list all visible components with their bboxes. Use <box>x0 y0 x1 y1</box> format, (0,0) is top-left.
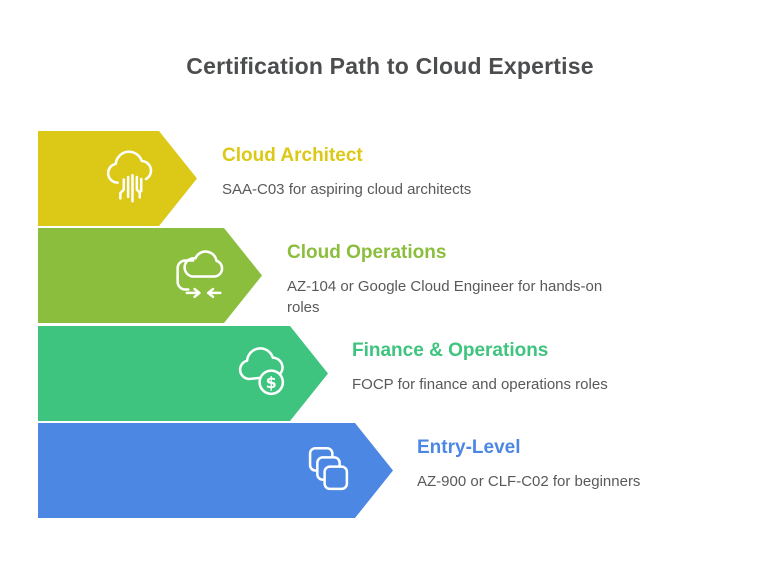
cloud-circuit-icon <box>101 147 163 209</box>
step-description: SAA-C03 for aspiring cloud architects <box>222 181 472 198</box>
cloud-dollar-icon: $ <box>232 342 294 404</box>
step-description: FOCP for finance and operations roles <box>352 376 608 393</box>
stacked-squares-icon <box>297 439 359 501</box>
step-cloud-architect: Cloud Architect SAA-C03 for aspiring clo… <box>0 131 780 226</box>
step-cloud-operations: Cloud Operations AZ-104 or Google Cloud … <box>0 228 780 323</box>
step-title: Cloud Architect <box>222 145 363 166</box>
step-text: Entry-Level AZ-900 or CLF-C02 for beginn… <box>417 437 640 492</box>
page-title: Certification Path to Cloud Expertise <box>186 53 594 79</box>
step-title: Finance & Operations <box>352 340 549 361</box>
step-description: AZ-900 or CLF-C02 for beginners <box>417 473 641 490</box>
step-title: Entry-Level <box>417 437 521 458</box>
step-entry-level: Entry-Level AZ-900 or CLF-C02 for beginn… <box>0 423 780 518</box>
arrow-banner <box>38 131 197 226</box>
step-finance-operations: $ Finance & Operations FOCP for finance … <box>0 326 780 421</box>
step-text: Cloud Architect SAA-C03 for aspiring clo… <box>222 145 471 200</box>
svg-text:$: $ <box>266 373 277 392</box>
step-text: Cloud Operations AZ-104 or Google Cloud … <box>287 242 617 318</box>
cloud-sync-icon <box>166 244 228 306</box>
step-description: AZ-104 or Google Cloud Engineer for hand… <box>287 278 603 316</box>
arrow-banner <box>38 228 262 323</box>
step-title: Cloud Operations <box>287 242 447 263</box>
step-text: Finance & Operations FOCP for finance an… <box>352 340 608 395</box>
